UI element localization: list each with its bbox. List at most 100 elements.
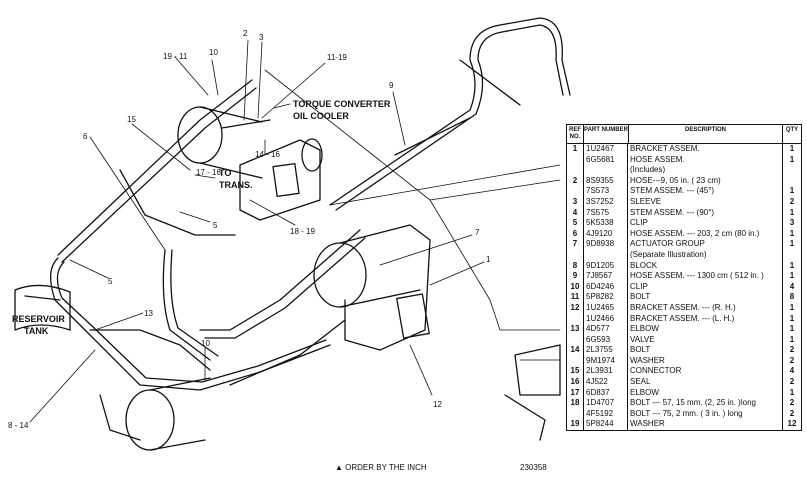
ref-cell: 12 xyxy=(567,302,584,314)
qty-cell: 4 xyxy=(789,366,795,376)
description-cell: SEAL xyxy=(628,377,783,388)
callout-10b: 10 xyxy=(201,339,210,348)
part-number-cell: 9D8938 xyxy=(584,239,628,250)
ref-cell: 10 xyxy=(567,281,584,293)
description-cell: BOLT --- 75, 2 mm. ( 3 in. ) long xyxy=(628,408,783,420)
header-ref: REF NO. xyxy=(567,125,584,143)
part-number-cell: 2L3755 xyxy=(584,345,628,356)
callout-14-16: 14 - 16 xyxy=(255,150,280,159)
description-cell: HOSE ASSEM. --- 203, 2 cm (80 in.) xyxy=(628,228,783,240)
description-cell: HOSE ASSEM. --- 1300 cm ( 512 in. ) xyxy=(628,271,783,282)
description-cell: SLEEVE xyxy=(628,196,783,208)
description-cell: HOSE ASSEM. xyxy=(628,154,783,166)
callout-12: 12 xyxy=(433,400,442,409)
callout-18-19: 18 - 19 xyxy=(290,227,315,236)
ref-cell: 17 xyxy=(567,387,584,399)
ref-cell: 4 xyxy=(567,207,584,219)
description-cell: BOLT --- 57, 15 mm. (2, 25 in. )long xyxy=(628,398,783,409)
description-cell: BRACKET ASSEM. xyxy=(628,144,783,155)
ref-cell: 14 xyxy=(567,345,584,356)
ref-cell: 13 xyxy=(567,324,584,335)
ref-cell: 6 xyxy=(567,228,584,240)
ref-cell xyxy=(567,249,584,261)
part-number-cell: 8S9355 xyxy=(584,175,628,187)
description-cell: (Separate Illustration) xyxy=(628,249,783,261)
callout-13: 13 xyxy=(144,309,153,318)
part-number-cell: 3S7252 xyxy=(584,196,628,208)
description-cell: BOLT xyxy=(628,345,783,356)
callout-3: 3 xyxy=(259,33,264,42)
description-cell: BRACKET ASSEM. --- (R. H.) xyxy=(628,302,783,314)
qty-cell: 12 xyxy=(787,419,797,429)
table-row: (Includes) xyxy=(567,165,801,176)
qty-cell: 2 xyxy=(789,355,795,365)
callout-19-11: 19 - 11 xyxy=(163,52,188,61)
callout-2: 2 xyxy=(243,29,248,38)
qty-cell: 8 xyxy=(789,292,795,302)
hose-lines xyxy=(50,79,366,441)
reference-lines xyxy=(264,69,561,361)
ref-cell: 3 xyxy=(567,196,584,208)
description-cell: HOSE---9, 05 in. ( 23 cm) xyxy=(628,175,783,187)
ref-cell: 2 xyxy=(567,175,584,187)
qty-cell: 1 xyxy=(789,260,795,270)
ref-cell xyxy=(567,154,584,166)
qty-cell: 3 xyxy=(789,218,795,228)
qty-cell: 1 xyxy=(789,302,795,312)
callout-7: 7 xyxy=(475,228,480,237)
part-number-cell xyxy=(584,165,628,176)
part-number-cell: 6G5681 xyxy=(584,154,628,166)
qty-cell: 2 xyxy=(789,398,795,408)
qty-cell: 1 xyxy=(789,324,795,334)
actuator-fragment xyxy=(504,344,561,441)
qty-cell: 1 xyxy=(789,387,795,397)
callout-15: 15 xyxy=(127,115,136,124)
ref-cell: 1 xyxy=(567,144,584,155)
ref-cell: 19 xyxy=(567,419,584,431)
ref-cell: 11 xyxy=(567,292,584,303)
qty-cell: 2 xyxy=(789,196,795,206)
qty-cell: 1 xyxy=(789,313,795,323)
part-number-cell: 7S575 xyxy=(584,207,628,219)
qty-cell xyxy=(783,176,801,187)
part-number-cell: 5P8282 xyxy=(584,292,628,303)
callout-17-16: 17 - 16 xyxy=(196,168,221,177)
part-number-cell: 1U2466 xyxy=(584,313,628,325)
lower-right-tank xyxy=(313,224,431,351)
callout-5a: 5 xyxy=(213,221,218,230)
hose-assem-9 xyxy=(329,17,571,211)
callout-1: 1 xyxy=(486,255,491,264)
part-number-cell: 4D577 xyxy=(584,324,628,335)
callout-5b: 5 xyxy=(108,277,113,286)
ref-cell: 16 xyxy=(567,377,584,388)
ref-cell xyxy=(567,186,584,197)
header-qty: QTY xyxy=(785,127,799,133)
qty-cell: 1 xyxy=(789,271,795,281)
qty-cell: 1 xyxy=(789,228,795,238)
description-cell: STEM ASSEM. --- (90°) xyxy=(628,207,783,219)
description-cell: ACTUATOR GROUP xyxy=(628,239,783,250)
lower-left-tank xyxy=(125,377,211,451)
callout-10: 10 xyxy=(209,48,218,57)
to-trans-label-1: TO xyxy=(219,168,231,178)
description-cell: BRACKET ASSEM. --- (L. H.) xyxy=(628,313,783,325)
